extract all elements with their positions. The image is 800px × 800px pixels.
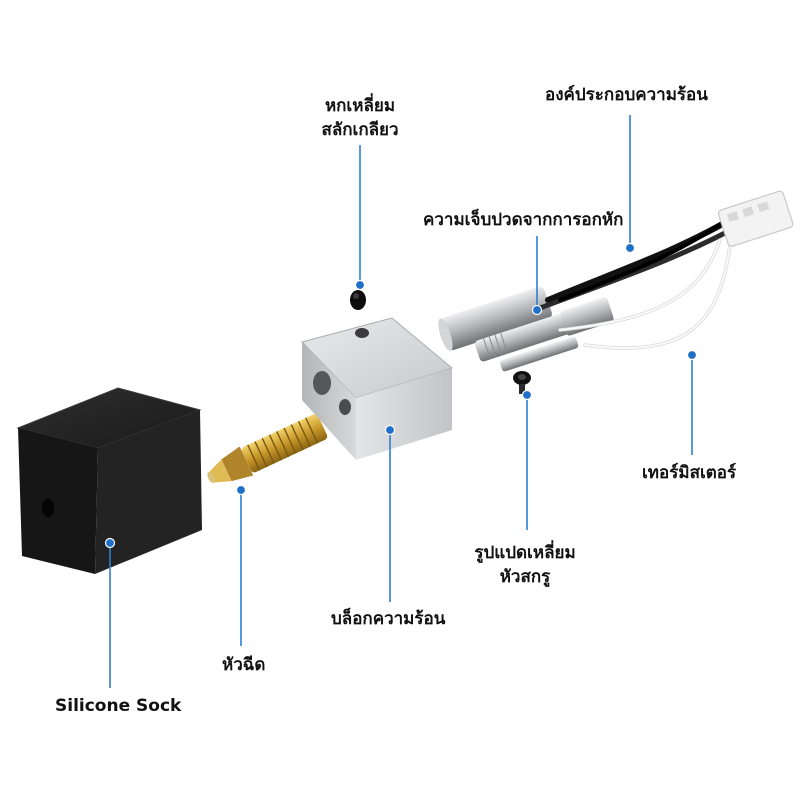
silicone-sock (16, 387, 202, 574)
dot-nozzle (235, 484, 247, 496)
label-silicone-sock: Silicone Sock (55, 696, 182, 716)
label-heater-assembly: องค์ประกอบความร้อน (545, 85, 708, 105)
label-set-screw: หกเหลี่ยม สลักเกลียว (300, 94, 420, 142)
set-screw (350, 290, 366, 310)
thermistor-wires (558, 238, 732, 350)
heat-block (301, 317, 454, 460)
dot-heater-cartridge (531, 304, 543, 316)
label-set-screw-line2: สลักเกลียว (321, 120, 399, 140)
dot-thermistor (686, 349, 698, 361)
thermistor-bore (339, 399, 351, 415)
label-hex-screw-line1: รูปแปดเหลี่ยม (474, 543, 576, 563)
wire-connector (717, 190, 794, 247)
label-hex-screw: รูปแปดเหลี่ยม หัวสกรู (455, 541, 595, 589)
heater-cartridge (438, 286, 552, 352)
nozzle (207, 414, 328, 484)
dot-set-screw (354, 279, 366, 291)
heater-bore (313, 371, 331, 395)
label-nozzle: หัวฉีด (222, 655, 266, 675)
label-heater-cartridge: ความเจ็บปวดจากการอกหัก (423, 210, 624, 230)
dot-hex-screw (521, 389, 533, 401)
label-heat-block: บล็อกความร้อน (331, 609, 446, 629)
leader-dots (104, 242, 698, 549)
leader-lines (109, 115, 693, 688)
label-hex-screw-line2: หัวสกรู (499, 567, 551, 587)
thermistor-probe (475, 297, 614, 372)
set-screw-hole (355, 328, 369, 338)
label-set-screw-line1: หกเหลี่ยม (324, 96, 396, 116)
label-thermistor: เทอร์มิสเตอร์ (642, 463, 737, 483)
dot-silicone-sock (104, 537, 116, 549)
dot-heater-assembly (624, 242, 636, 254)
sock-nozzle-hole (42, 499, 54, 517)
dot-heat-block (384, 424, 396, 436)
thermistor-screw (513, 371, 531, 394)
